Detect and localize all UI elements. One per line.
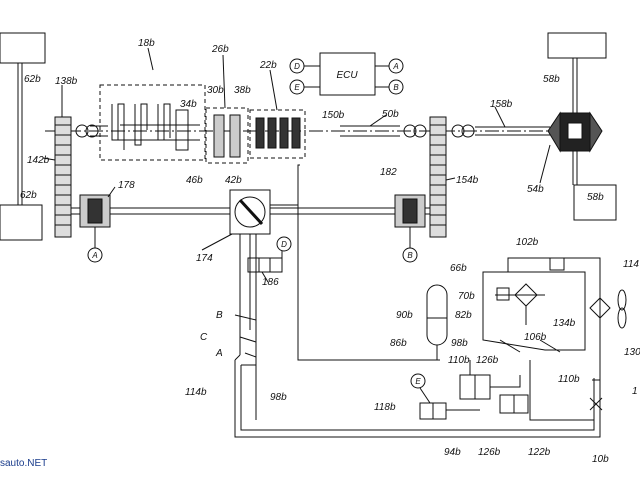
ref-58b-top: 58b [543,74,560,85]
ecu-port-d [289,58,305,74]
marker-a-left [87,247,103,263]
ref-54b: 54b [527,184,544,195]
ref-34b: 34b [180,99,197,110]
ref-138b: 138b [55,76,78,87]
ref-110b-left: 110b [448,355,470,366]
watermark: sauto.NET [0,458,47,469]
ecu-port-a-label: A [392,62,398,71]
wheel-top-left [0,32,46,64]
ecu-port-e [289,79,305,95]
ref-134b: 134b [553,318,576,329]
ref-118b: 118b [374,402,396,413]
wheel-top-right [547,32,607,59]
ref-42b: 42b [225,175,242,186]
ref-38b: 38b [234,85,251,96]
ecu-label: ECU [336,70,358,81]
ecu-box [319,52,376,96]
ref-154b: 154b [456,175,479,186]
marker-e [410,373,426,389]
marker-e-label: E [415,377,421,386]
ref-66b: 66b [450,263,467,274]
ref-150b: 150b [322,110,345,121]
ref-50b: 50b [382,109,399,120]
ref-98b-lower: 98b [270,392,287,403]
ref-126b-upper: 126b [476,355,499,366]
ecu-port-b-label: B [393,83,399,92]
clutch-26b [205,107,249,164]
ref-142b: 142b [27,155,50,166]
ref-114-right: 114 [623,259,639,270]
cooler-130 [589,297,611,319]
ref-178: 178 [118,180,135,191]
ref-110b-right: 110b [558,374,580,385]
ref-158b: 158b [490,99,513,110]
marker-d-label: D [281,240,287,249]
ref-62b-bottom: 62b [20,190,37,201]
gearset-22b [249,109,306,159]
ref-30b: 30b [207,85,224,96]
flow-c: C [200,332,208,343]
gear-154b [429,116,447,238]
flow-a: A [215,348,223,359]
ref-126b-lower: 126b [478,447,501,458]
ecu-port-e-label: E [294,83,300,92]
ref-22b: 22b [259,60,277,71]
marker-b-right-label: B [407,251,413,260]
coupling-left [75,124,89,138]
ref-1-right: 1 [632,386,638,397]
ecu-port-b [388,79,404,95]
ref-174: 174 [196,253,213,264]
valve-186 [247,257,283,273]
coupling-right-2 [413,124,427,138]
flow-b: B [216,310,223,321]
transmission-18b [99,84,206,161]
ref-82b: 82b [455,310,472,321]
ref-26b: 26b [211,44,229,55]
filter-module-66b [482,271,586,351]
ref-86b: 86b [390,338,407,349]
wheel-bottom-right [573,184,617,221]
ref-130: 130 [624,347,640,358]
ref-114b: 114b [185,387,207,398]
wheel-bottom-left [0,204,43,241]
gear-138b [54,116,72,238]
ref-10b: 10b [592,454,609,465]
marker-b-right [402,247,418,263]
ref-46b: 46b [186,175,203,186]
ecu-port-a [388,58,404,74]
ref-106b: 106b [524,332,547,343]
marker-a-left-label: A [91,251,97,260]
ref-122b: 122b [528,447,551,458]
sensor-102b [549,257,565,271]
ecu-port-d-label: D [294,62,300,71]
ref-90b: 90b [396,310,413,321]
ref-70b: 70b [458,291,475,302]
ref-94b: 94b [444,447,461,458]
ref-98b-upper: 98b [451,338,468,349]
accumulator-82b [426,284,448,346]
coupling-right-1 [403,124,417,138]
marker-d [276,236,292,252]
ref-58b-bottom: 58b [587,192,604,203]
coupling-left-2 [85,124,99,138]
ref-18b: 18b [138,38,155,49]
ref-182: 182 [380,167,397,178]
ref-62b-top: 62b [24,74,41,85]
ref-186: 186 [262,277,279,288]
ref-102b: 102b [516,237,539,248]
